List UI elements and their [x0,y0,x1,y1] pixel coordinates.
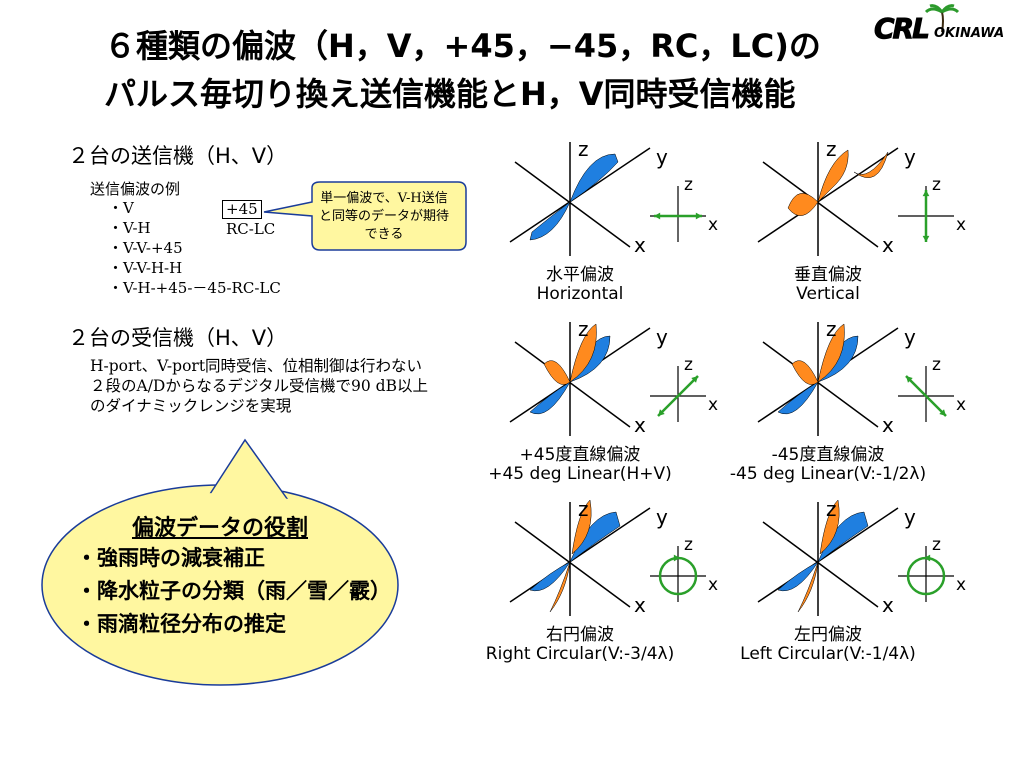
svg-text:x: x [634,413,646,437]
role-title: 偏波データの役割 [131,516,308,541]
svg-text:y: y [904,145,916,169]
list-item: ・V-H [108,219,151,237]
rx-line: H-port、V-port同時受信、位相制御は行わない [90,357,423,375]
svg-text:z: z [684,175,693,195]
title-line-1: ６種類の偏波（H，V，+45，−45，RC，LC)の [104,27,821,65]
svg-text:y: y [904,325,916,349]
list-item: ・V-V-+45 [108,239,183,257]
panel-label-en: Right Circular(V:-3/4λ) [485,644,675,664]
panel-label-en: Vertical [796,284,860,304]
tx-example-label: 送信偏波の例 [90,180,181,198]
list-item: ・雨滴粒径分布の推定 [76,612,286,636]
rx-heading: ２台の受信機（H、V） [68,326,288,350]
list-item: ・強雨時の減衰補正 [76,546,265,570]
svg-text:z: z [932,175,941,195]
panel-label-jp: 水平偏波 [546,265,614,285]
svg-text:z: z [932,535,941,555]
svg-text:z: z [826,497,837,521]
crl-okinawa-logo: CRL OKINAWA [870,4,1020,48]
list-item: ・V-H-+45-－45-RC-LC [108,279,281,297]
callout: 単一偏波で、V-H送信と同等のデータが期待できる [304,184,462,250]
svg-text:x: x [956,575,966,595]
svg-text:x: x [882,593,894,617]
svg-text:z: z [578,317,589,341]
svg-text:x: x [882,233,894,257]
svg-text:x: x [708,395,718,415]
svg-text:y: y [656,325,668,349]
callout-text: 単一偏波で、V-H送信と同等のデータが期待できる [318,191,449,242]
panel-label-jp: 右円偏波 [546,625,614,645]
svg-text:x: x [708,575,718,595]
svg-text:z: z [826,137,837,161]
callout-bubble-shape [263,181,467,251]
role-list: ・強雨時の減衰補正 ・降水粒子の分類（雨／雪／霰） ・雨滴粒径分布の推定 [76,542,391,641]
rclc-label: RC-LC [226,220,276,238]
panel-label-jp: +45度直線偏波 [519,445,641,465]
svg-text:y: y [904,505,916,529]
svg-text:x: x [634,233,646,257]
page-title: ６種類の偏波（H，V，+45，−45，RC，LC)の パルス毎切り換え送信機能と… [104,22,924,118]
balloon-shape [41,438,399,686]
svg-text:z: z [578,497,589,521]
panel-label-jp: -45度直線偏波 [771,445,885,465]
svg-text:z: z [932,355,941,375]
list-item: ・降水粒子の分類（雨／雪／霰） [76,579,391,603]
rx-line: のダイナミックレンジを実現 [90,397,292,415]
svg-text:z: z [684,355,693,375]
plus45-box: +45 [222,200,262,219]
tx-heading: ２台の送信機（H、V） [68,144,288,168]
logo-main: CRL [874,12,931,46]
panel-label-jp: 垂直偏波 [794,265,862,285]
svg-text:x: x [882,413,894,437]
rx-description: H-port、V-port同時受信、位相制御は行わない ２段のA/Dからなるデジ… [90,356,428,416]
list-item: ・V [108,199,134,217]
rx-line: ２段のA/Dからなるデジタル受信機で90 dB以上 [90,377,428,395]
panel-label-en: Horizontal [536,284,624,304]
svg-text:z: z [826,317,837,341]
panel-label-jp: 左円偏波 [794,625,862,645]
tx-example-list: ・V ・V-H ・V-V-+45 ・V-V-H-H ・V-H-+45-－45-R… [108,198,281,298]
panel-label-en: Left Circular(V:-1/4λ) [740,644,916,664]
svg-text:x: x [708,215,718,235]
svg-text:x: x [956,395,966,415]
logo-sub: OKINAWA [934,26,1005,41]
list-item: ・V-V-H-H [108,259,183,277]
role-balloon: 偏波データの役割 ・強雨時の減衰補正 ・降水粒子の分類（雨／雪／霰） ・雨滴粒径… [40,430,400,690]
palm-tree-icon [924,4,960,33]
svg-text:y: y [656,505,668,529]
panel-label-en: +45 deg Linear(H+V) [488,464,672,484]
svg-text:z: z [684,535,693,555]
title-line-2: パルス毎切り換え送信機能とH，V同時受信機能 [104,75,796,113]
svg-text:x: x [634,593,646,617]
panel-label-en: -45 deg Linear(V:-1/2λ) [729,464,927,484]
svg-text:x: x [956,215,966,235]
svg-text:z: z [578,137,589,161]
svg-text:y: y [656,145,668,169]
